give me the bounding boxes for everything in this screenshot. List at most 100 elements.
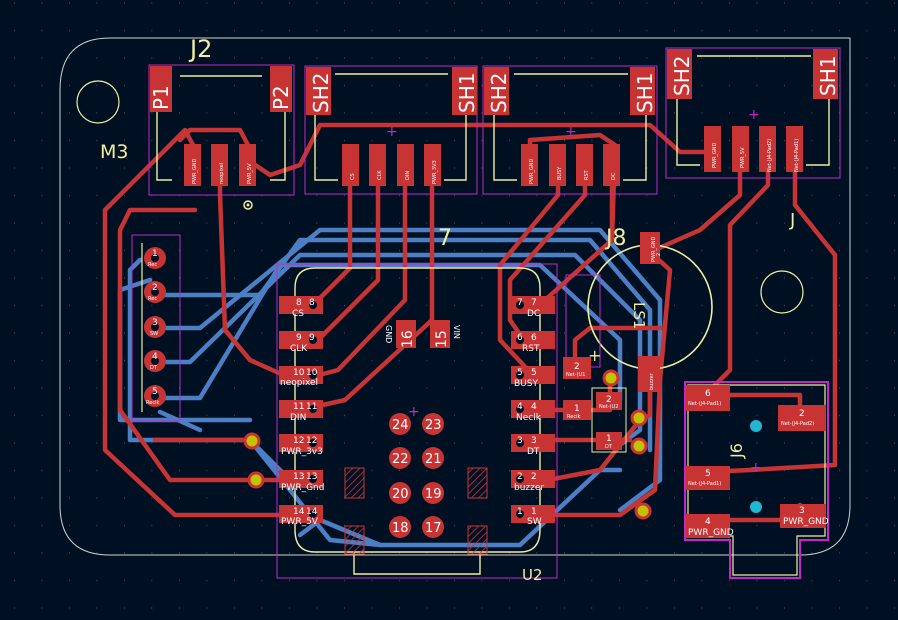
pin-6-name: RST xyxy=(522,344,540,354)
fiducial-dot xyxy=(246,203,250,207)
board-outline xyxy=(59,37,851,556)
connector-j4[interactable]: SH2 SH1 PWR_GND PWR_5V Net-(J4-Pad2) Net… xyxy=(665,47,841,179)
u2-left-pins[interactable]: 8 8 CS 9 9 CLK 10 10 neopixel 11 11 DIN xyxy=(279,296,324,527)
j7-shield-sh1: SH1 xyxy=(455,73,479,113)
ec-pad-net-1: Net-(U1 xyxy=(566,372,585,378)
pin-2-buzzer[interactable]: 2 2 buzzer xyxy=(511,470,555,493)
connector-j8[interactable]: SH2 SH1 PWR_GND BUSY RST DC + xyxy=(482,65,658,195)
pin-4-num-b: 4 xyxy=(531,402,537,412)
reference-designators: J2 M3 U2 7 J8 J LS1 J6 xyxy=(100,35,795,584)
pin-5-busy[interactable]: 5 5 BUSY xyxy=(511,366,555,389)
j6-pad-5-num: 5 xyxy=(705,469,711,479)
pin-13-num: 13 xyxy=(293,472,304,482)
connector-j2[interactable]: P1 P2 PWR_GND neopixel PWR_5V xyxy=(148,64,295,196)
u2-center-pads[interactable]: 16 15 GND VIN 24 23 22 21 20 19 18 17 xyxy=(384,320,461,538)
enc-pin3: 3 xyxy=(152,318,158,328)
ref-u2: U2 xyxy=(522,566,543,584)
enc-net-5: Recik xyxy=(146,400,159,406)
pin-13-pwrgnd[interactable]: 13 13 PWR_Gnd xyxy=(279,470,324,493)
encoder-small-pads[interactable]: 2 Net-(U1 1 Recik 2 Net-(U2 1 DT xyxy=(563,357,627,453)
enc-net-2: Rec xyxy=(148,296,157,302)
pin-14-num-b: 14 xyxy=(306,507,318,517)
connector-j7[interactable]: SH2 SH1 CS CLK DIN PWR_3V3 + xyxy=(304,65,479,195)
encoder-connector[interactable]: 1 2 3 4 5 Rec Rec SW DT Recik xyxy=(131,234,181,422)
j6-pad-3-num: 3 xyxy=(799,506,805,516)
j6-pad-2[interactable]: 2 Net-(J4-Pad2) xyxy=(778,405,826,431)
j8-shield-sh2: SH2 xyxy=(487,73,511,113)
u2-right-pins[interactable]: 7 7 DC 6 6 RST 5 5 BUSY 4 4 Neclk xyxy=(511,296,555,527)
j2-pad-p1: P1 xyxy=(149,85,173,110)
j8-pad-net: PWR_GND xyxy=(651,236,657,262)
ref-j6: J6 xyxy=(727,443,746,459)
j7-net-clk: CLK xyxy=(377,170,383,180)
pin-13-name: PWR_Gnd xyxy=(281,483,324,493)
pin-12-num: 12 xyxy=(293,436,304,446)
pin-14-pwr5v[interactable]: 14 14 PWR_5V xyxy=(279,505,323,527)
pad-17: 17 xyxy=(425,521,442,536)
pin-13-num-b: 13 xyxy=(306,472,317,482)
enc-pin5: 5 xyxy=(152,387,158,397)
pin-14-name: PWR_5V xyxy=(281,517,319,527)
pin-8-num: 8 xyxy=(296,298,302,308)
ec-pad-num-1: 2 xyxy=(574,362,580,372)
pad-16: 16 xyxy=(400,330,416,348)
pin-8-cs[interactable]: 8 8 CS xyxy=(279,296,323,319)
pin-3-dt[interactable]: 3 3 DT xyxy=(511,434,555,457)
pin-9-clk[interactable]: 9 9 CLK xyxy=(279,331,323,354)
pin-4-neclk[interactable]: 4 4 Neclk xyxy=(511,400,555,423)
j2-net-3: PWR_5V xyxy=(247,163,253,184)
j6-plus: + xyxy=(750,460,762,476)
pin-3-num: 3 xyxy=(517,436,523,446)
j4-shield-sh2: SH2 xyxy=(670,56,694,96)
pin-8-num-b: 8 xyxy=(309,298,315,308)
pin-11-din[interactable]: 11 11 DIN xyxy=(279,400,323,423)
buzzer-ls1[interactable]: buzzer 2 PWR_GND + xyxy=(565,232,713,392)
j8-net-dc: DC xyxy=(611,172,617,180)
enc-pin1: 1 xyxy=(152,249,158,259)
ec-pad-net-4: DT xyxy=(605,444,613,450)
pin-6-rst[interactable]: 6 6 RST xyxy=(511,331,555,354)
ref-j8-partial: J8 xyxy=(604,226,627,251)
module-u2[interactable]: + xyxy=(276,263,558,579)
pin-6-num: 6 xyxy=(517,333,523,343)
j6-pad-6[interactable]: 6 Net-(J4-Pad1) xyxy=(686,385,730,411)
pin-10-neopixel[interactable]: 10 10 neopixel xyxy=(279,366,323,388)
j6-pad-4-net: PWR_GND xyxy=(688,528,734,538)
pin-4-name: Neclk xyxy=(516,413,542,423)
pad-22: 22 xyxy=(392,452,409,467)
j8-plus: + xyxy=(565,124,577,140)
jack-j6[interactable]: + 6 Net-(J4-Pad1) 2 Net-(J4-Pad2) 5 Net-… xyxy=(684,381,829,579)
j4-net-pad2: Net-(J4-Pad2) xyxy=(767,139,773,172)
j6-pad-3-net: PWR_GND xyxy=(783,517,829,527)
pin-7-dc[interactable]: 7 7 DC xyxy=(511,296,555,319)
pin-4-num: 4 xyxy=(517,402,523,412)
fiducial-marker xyxy=(243,200,253,210)
j6-pad-5-net: Net-(J4-Pad1) xyxy=(688,481,721,487)
j8-shield-sh1: SH1 xyxy=(633,73,657,113)
j6-pad-4[interactable]: 4 PWR_GND xyxy=(686,514,734,538)
pin-11-num-b: 11 xyxy=(306,402,317,412)
pin-1-sw[interactable]: 1 1 SW xyxy=(511,505,555,527)
j2-net-1: PWR_GND xyxy=(192,158,198,184)
pin-11-num: 11 xyxy=(293,402,304,412)
ref-j4-partial: J xyxy=(789,210,795,231)
j4-shield-sh1: SH1 xyxy=(816,56,840,96)
ec-pad-num-3: 2 xyxy=(606,395,612,405)
j6-pad-3[interactable]: 3 PWR_GND xyxy=(780,504,829,528)
pin-12-pwr3v3[interactable]: 12 12 PWR_3v3 xyxy=(279,434,323,457)
pad-19: 19 xyxy=(425,487,442,502)
j6-pad-2-net: Net-(J4-Pad2) xyxy=(781,421,814,427)
j8-net-busy: BUSY xyxy=(557,166,563,180)
ec-pad-net-2: Recik xyxy=(567,414,580,420)
pin-12-num-b: 12 xyxy=(306,436,317,446)
pin-3-name: DT xyxy=(527,447,540,457)
j6-pad-6-num: 6 xyxy=(705,389,711,399)
j4-net-pad1: Net-(J4-Pad1) xyxy=(794,139,800,172)
j6-pad-5[interactable]: 5 Net-(J4-Pad1) xyxy=(686,466,730,490)
j8-net-rst: RST xyxy=(584,169,590,180)
pin-1-num: 1 xyxy=(517,507,523,517)
enc-net-4: DT xyxy=(150,365,158,371)
j4-net-gnd: PWR_GND xyxy=(712,142,718,168)
